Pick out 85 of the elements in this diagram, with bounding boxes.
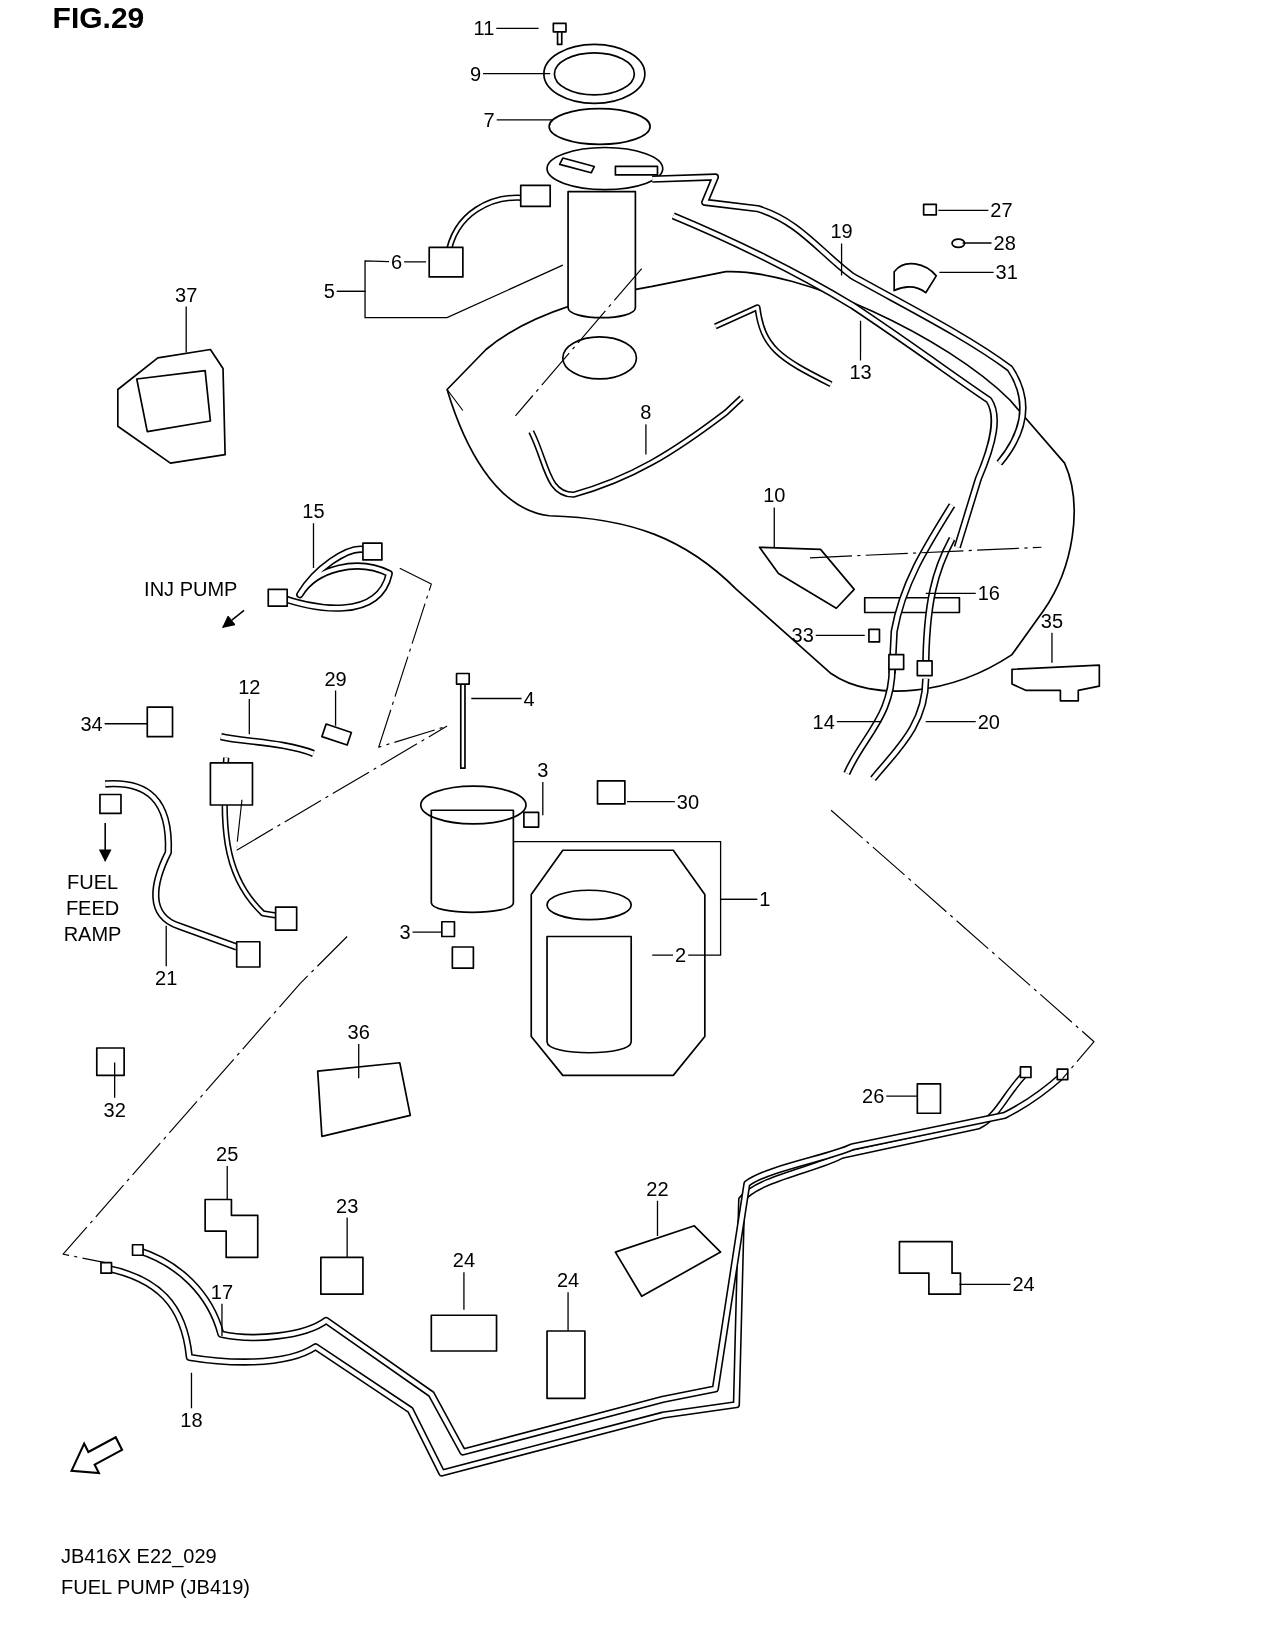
- callout-number: 26: [861, 1085, 886, 1108]
- callout-number: 14: [811, 710, 836, 733]
- leader-line: [496, 119, 553, 121]
- callout-number: 28: [992, 232, 1017, 254]
- leader-line: [687, 898, 758, 956]
- direction-label: INJ PUMP: [144, 577, 238, 603]
- callout-number: 9: [468, 62, 483, 85]
- callout-number: 19: [829, 220, 854, 243]
- callout-number: 22: [645, 1177, 670, 1200]
- callout-number: 3: [536, 759, 550, 782]
- leader-line: [190, 1372, 193, 1409]
- leader-line: [482, 72, 551, 75]
- leader-line: [925, 721, 977, 723]
- leader-line: [958, 1283, 1012, 1286]
- callout-number: 10: [762, 484, 787, 507]
- leader-line: [859, 320, 862, 362]
- leader-line: [645, 423, 647, 456]
- leader-line: [815, 634, 866, 637]
- leader-line: [346, 1216, 348, 1258]
- callout-number: 13: [848, 361, 873, 384]
- leader-line: [495, 27, 540, 30]
- leader-line: [114, 1061, 116, 1099]
- callout-number: 24: [451, 1249, 477, 1272]
- leader-line: [104, 723, 148, 725]
- drawing-caption: FUEL PUMP (JB419): [61, 1574, 250, 1600]
- callout-number: 29: [323, 667, 348, 690]
- callout-number: 27: [989, 199, 1014, 222]
- callout-number: 35: [1039, 609, 1065, 632]
- leader-line: [411, 931, 443, 933]
- callout-number: 18: [179, 1409, 204, 1432]
- leader-line: [542, 781, 544, 816]
- leader-line: [626, 800, 676, 803]
- leader-line: [403, 261, 427, 263]
- callout-number: 25: [215, 1143, 240, 1165]
- leader-line: [1051, 632, 1053, 664]
- leader-line: [226, 1165, 228, 1200]
- callout-number: 6: [390, 250, 404, 273]
- callout-number: 12: [237, 675, 262, 698]
- callout-number: 30: [675, 790, 701, 813]
- callout-number: 23: [335, 1194, 360, 1217]
- figure-number: FIG.29: [52, 0, 145, 36]
- leader-line: [925, 592, 977, 594]
- callout-number: 36: [346, 1021, 371, 1043]
- leader-line: [961, 242, 993, 244]
- callout-number: 37: [174, 283, 199, 306]
- leader-line: [463, 1271, 465, 1311]
- callout-number: 15: [301, 500, 326, 523]
- leader-line: [336, 264, 564, 319]
- callout-number: 4: [522, 687, 536, 710]
- callout-number: 7: [482, 108, 496, 131]
- leader-line: [567, 1291, 569, 1332]
- callout-number: 16: [976, 582, 1001, 605]
- leader-line: [937, 209, 989, 212]
- leader-line: [470, 697, 523, 700]
- leader-line: [185, 305, 187, 354]
- callout-number: 34: [79, 712, 104, 735]
- callout-number: 24: [555, 1269, 581, 1292]
- leader-line: [651, 954, 674, 956]
- leader-line: [312, 522, 315, 569]
- leader-line: [840, 242, 843, 277]
- leader-line: [248, 698, 250, 735]
- leader-line: [334, 689, 337, 727]
- leader-line: [938, 271, 995, 274]
- callout-number: 20: [976, 710, 1001, 733]
- drawing-code: JB416X E22_029: [61, 1544, 217, 1570]
- leader-line: [221, 1303, 223, 1337]
- callout-number: 3: [398, 921, 412, 944]
- leader-line: [165, 925, 167, 967]
- direction-label: FUEL FEED RAMP: [62, 869, 123, 947]
- leader-line: [836, 721, 883, 723]
- callout-number: 32: [102, 1098, 127, 1121]
- callout-number: 11: [472, 17, 496, 40]
- callout-number: 2: [674, 944, 688, 967]
- leader-line: [885, 1095, 918, 1097]
- callout-number: 17: [209, 1280, 235, 1303]
- leader-line: [773, 506, 775, 548]
- callout-number: 5: [322, 280, 336, 303]
- callout-number: 24: [1011, 1273, 1036, 1296]
- leader-line: [656, 1200, 659, 1237]
- callout-number: 1: [758, 888, 772, 911]
- leader-line: [358, 1043, 360, 1079]
- callout-number: 33: [790, 624, 815, 647]
- callout-number: 31: [994, 261, 1019, 284]
- callout-number: 21: [154, 967, 179, 990]
- callout-number: 8: [639, 401, 653, 424]
